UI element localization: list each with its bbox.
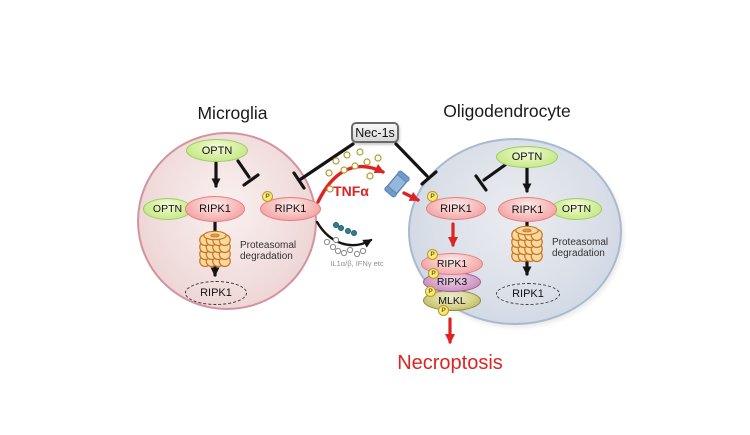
- ripk1-label: RIPK1: [200, 287, 232, 299]
- optn-label: OPTN: [201, 144, 233, 157]
- phospho-label: P: [441, 307, 446, 314]
- proteasome-icon-oligodendrocyte: [511, 225, 543, 263]
- phospho-label: P: [428, 288, 433, 295]
- ripk3-label: RIPK3: [436, 276, 468, 288]
- phospho-label: P: [265, 193, 270, 200]
- tnfa-arrow: [316, 148, 385, 204]
- optn-oval-oligo-top: OPTN: [496, 146, 558, 168]
- mlkl-label: MLKL: [438, 294, 466, 307]
- degradation-line1: Proteasomal: [552, 237, 609, 248]
- degradation-line1: Proteasomal: [240, 240, 297, 251]
- ripk1-label: RIPK1: [436, 258, 468, 270]
- phospho-label: P: [431, 270, 436, 277]
- phospho-ripk1-oval-oligo: RIPK1: [426, 197, 486, 220]
- nec1s-inhibitor-box: Nec-1s: [351, 122, 399, 143]
- mlkl-oval-necrosome: MLKL: [423, 290, 481, 311]
- optn-label: OPTN: [511, 151, 543, 163]
- oligodendrocyte-title: Oligodendrocyte: [443, 101, 571, 121]
- necroptosis-label: Necroptosis: [397, 352, 503, 374]
- receptor-to-ripk1-arrow: [402, 191, 420, 202]
- ripk1-oval-oligo-complex: RIPK1: [498, 197, 557, 222]
- degraded-ripk1-oval-oligo: RIPK1: [496, 283, 560, 305]
- necroptosis-pathway-arrows: [445, 222, 458, 344]
- phosphate-badge-icon: P: [438, 305, 449, 316]
- degradation-line2: degradation: [552, 248, 605, 259]
- cytokines-label: IL1α/β, IFNγ etc: [330, 259, 384, 268]
- nec1s-inhibition-lines: [292, 142, 438, 190]
- phosphate-badge-icon: P: [262, 191, 273, 202]
- ripk1-label: RIPK1: [511, 203, 544, 216]
- phospho-ripk1-oval-microglia: RIPK1: [260, 197, 321, 221]
- cytokine-ring-dot-icon: [323, 236, 367, 258]
- phosphate-badge-icon: P: [427, 249, 438, 260]
- ripk1-label: RIPK1: [440, 202, 472, 215]
- optn-label: OPTN: [561, 203, 592, 215]
- phospho-label: P: [430, 251, 435, 258]
- degradation-label-microglia: Proteasomal degradation: [240, 240, 296, 262]
- ripk1-label: RIPK1: [512, 288, 544, 300]
- proteasome-icon-microglia: [199, 230, 231, 268]
- microglia-cell-body: [137, 132, 317, 310]
- phosphate-badge-icon: P: [427, 191, 438, 202]
- ripk1-label: RIPK1: [199, 203, 231, 215]
- nec1s-label: Nec-1s: [355, 125, 395, 140]
- receptor-icon: [384, 170, 410, 198]
- cytokine-teal-dot-icon: [332, 221, 357, 236]
- microglia-title: Microglia: [197, 103, 268, 123]
- optn-label: OPTN: [152, 203, 183, 215]
- tnfa-label: TNFα: [333, 183, 369, 199]
- cytokine-release-arrow: [315, 220, 373, 258]
- phospho-label: P: [430, 193, 435, 200]
- degradation-label-oligo: Proteasomal degradation: [552, 237, 608, 259]
- optn-oval-oligo-complex: OPTN: [551, 198, 602, 220]
- degraded-ripk1-oval-microglia: RIPK1: [185, 281, 247, 305]
- cytokine-ring-dot-icon: [325, 148, 382, 193]
- ripk1-label: RIPK1: [274, 203, 307, 215]
- phosphate-badge-icon: P: [425, 286, 436, 297]
- phosphate-badge-icon: P: [428, 268, 439, 279]
- degradation-line2: degradation: [240, 251, 293, 262]
- optn-oval-microglia-top: OPTN: [186, 139, 248, 162]
- ripk1-oval-microglia-complex: RIPK1: [185, 196, 245, 222]
